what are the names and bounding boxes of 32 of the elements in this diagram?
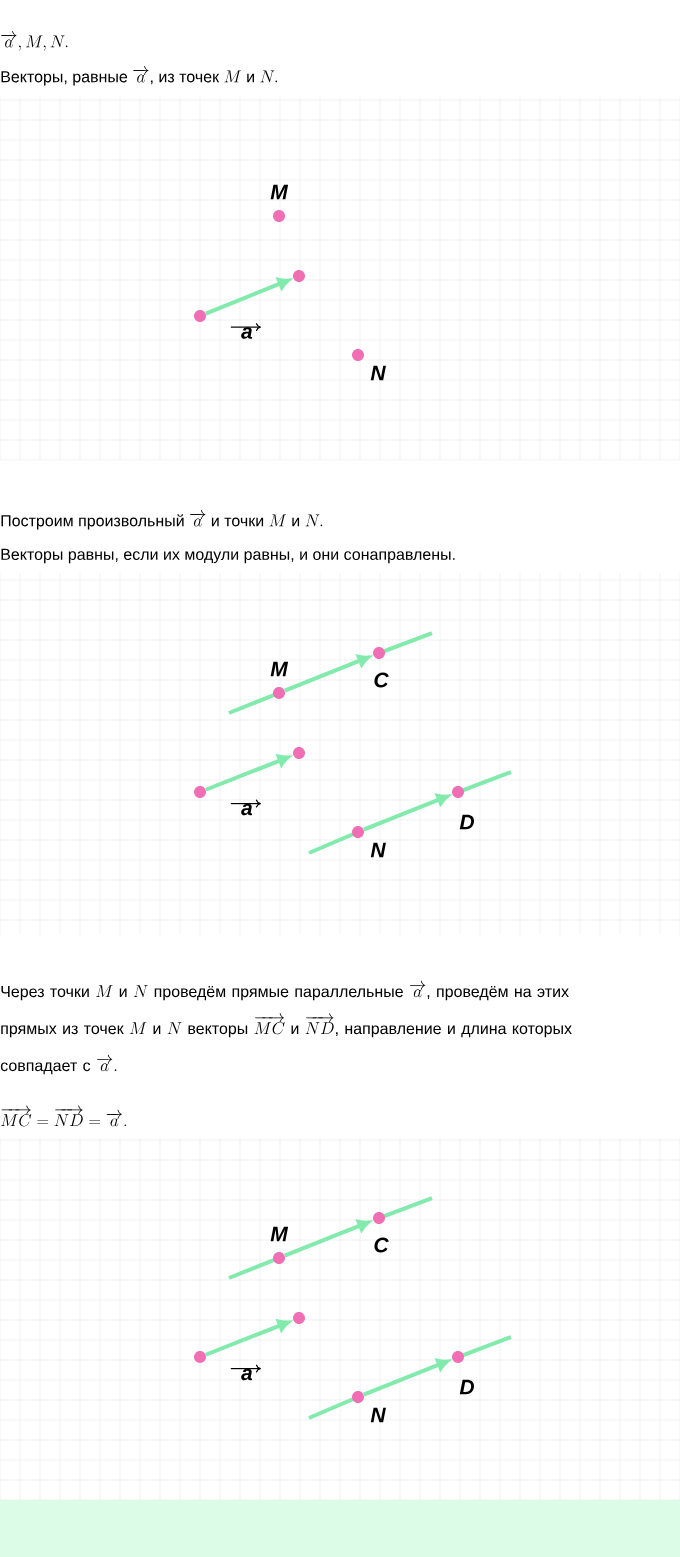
point [293, 1312, 305, 1324]
point-label: M [270, 184, 289, 200]
vector-label: a [230, 799, 261, 816]
text-line: $\text{Построим произвольный }\overrightarrow{a}\text{ и точки }M\text{ и }N.$ [1, 509, 323, 530]
point-label: C [374, 672, 389, 688]
point [194, 1351, 206, 1363]
point [194, 310, 206, 322]
vector-arrow [205, 277, 291, 316]
point [293, 747, 305, 759]
text-line: $\text{Векторы, равные }\overrightarrow{a}\text{, из точек }M\text{ и }N.$ [1, 65, 278, 86]
vector-arrow [363, 1358, 450, 1397]
point [293, 270, 305, 282]
point-label: D [459, 814, 474, 830]
point-label: N [370, 842, 386, 858]
vector-label: a [230, 323, 261, 339]
point-label: C [374, 1237, 389, 1253]
vector-arrow [284, 1219, 371, 1258]
vector-label: a [230, 1364, 261, 1381]
point-label: M [270, 661, 289, 677]
paragraph: $\text{Через точки }M\text{ и }N\text{ проведём прямые параллельные }\overrightarrow{a}\text{, проведём на этих }\allowbreak\text{прямых из точек }M\text{ и }N\text{ векторы }\overrightarrow{MC}\text{ и }\overrightarrow{ND}\text{, направление и длина которых }\allowbreak\text{совпадает с }\overrightarrow{a}.$ [0, 980, 572, 1075]
text-line: $\overrightarrow{MC}=\overrightarrow{ND}=\overrightarrow{a}.$ [1, 1105, 127, 1127]
text-line: $\overrightarrow{a}, M, N.$ [1, 30, 68, 51]
vector-arrow [363, 793, 450, 832]
text-line: $\text{Векторы равны, если их модули равны, и они сонаправлены.}$ [1, 548, 455, 564]
point-label: D [459, 1379, 474, 1395]
point-label: N [370, 1407, 386, 1423]
vector-arrow [205, 1319, 291, 1357]
point-label: N [370, 365, 386, 381]
point [194, 786, 206, 798]
vector-arrow [284, 654, 371, 693]
point-label: M [270, 1226, 289, 1242]
vector-arrow [205, 754, 291, 792]
